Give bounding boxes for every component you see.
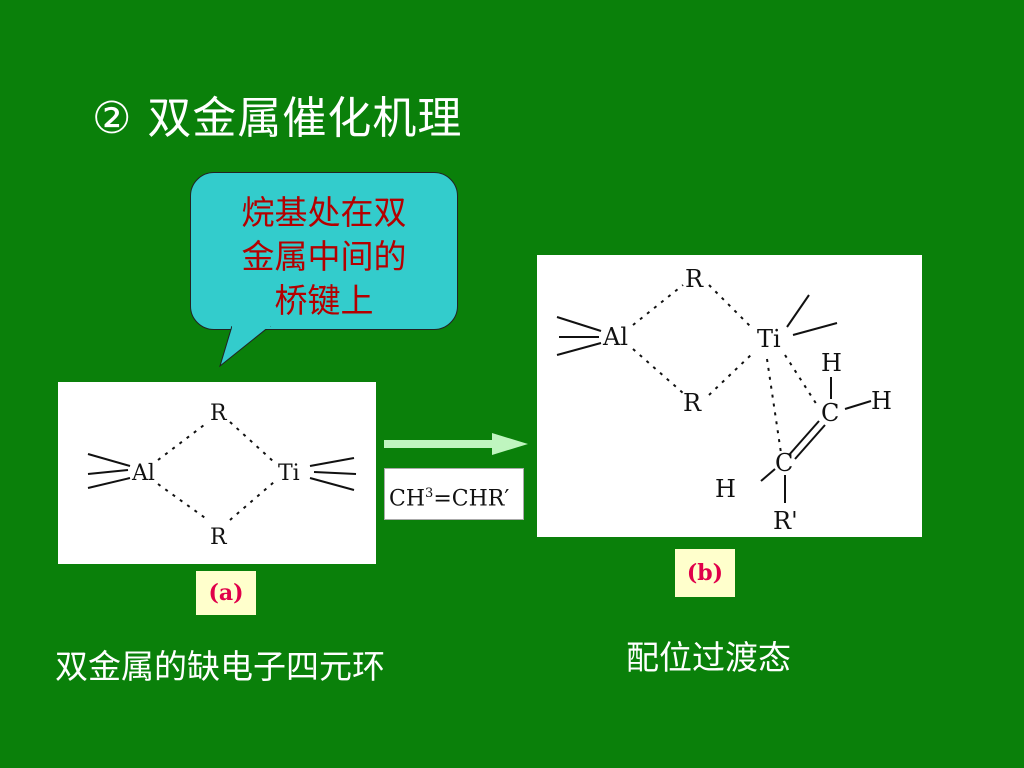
label-a: (a) <box>196 571 256 615</box>
reagent-formula: CH3=CHR′ <box>384 468 524 520</box>
atom-ti: Ti <box>757 325 781 353</box>
reagent-formula-rest: =CHR′ <box>433 486 510 512</box>
atom-c-lower: C <box>775 449 793 477</box>
slide-title: ② 双金属催化机理 <box>92 93 463 144</box>
structure-b-diagram: Al Ti R R H H C C H R' <box>556 265 892 535</box>
atom-r-bottom: R <box>210 525 228 550</box>
atom-r-bottom: R <box>683 389 702 417</box>
reagent-formula-sup: 3 <box>425 486 434 501</box>
callout-line-2: 金属中间的 <box>241 237 407 276</box>
callout-tail <box>219 326 271 368</box>
caption-transition-state: 配位过渡态 <box>626 638 791 677</box>
callout-line-3: 桥键上 <box>274 281 374 320</box>
atom-al: Al <box>602 323 628 351</box>
atom-h-top: H <box>821 349 842 377</box>
atom-h-left: H <box>715 475 736 503</box>
reagent-formula-main: CH <box>389 486 426 512</box>
structure-a-panel: Al Ti R R <box>58 382 376 564</box>
atom-al: Al <box>131 461 155 486</box>
callout-bubble: 烷基处在双 金属中间的 桥键上 <box>190 172 458 330</box>
atom-h-right: H <box>871 387 892 415</box>
atom-r-prime: R' <box>773 507 798 535</box>
callout-line-1: 烷基处在双 <box>241 193 407 232</box>
structure-b-panel: Al Ti R R H H C C H R' <box>537 255 922 537</box>
structure-a-diagram: Al Ti R R <box>87 401 357 550</box>
atom-r-top: R <box>210 401 228 426</box>
label-b: (b) <box>675 549 735 597</box>
atom-ti: Ti <box>278 461 300 486</box>
atom-r-top: R <box>685 265 704 293</box>
reaction-arrow <box>384 433 528 455</box>
caption-four-membered-ring: 双金属的缺电子四元环 <box>55 647 385 686</box>
atom-c-upper: C <box>821 399 839 427</box>
